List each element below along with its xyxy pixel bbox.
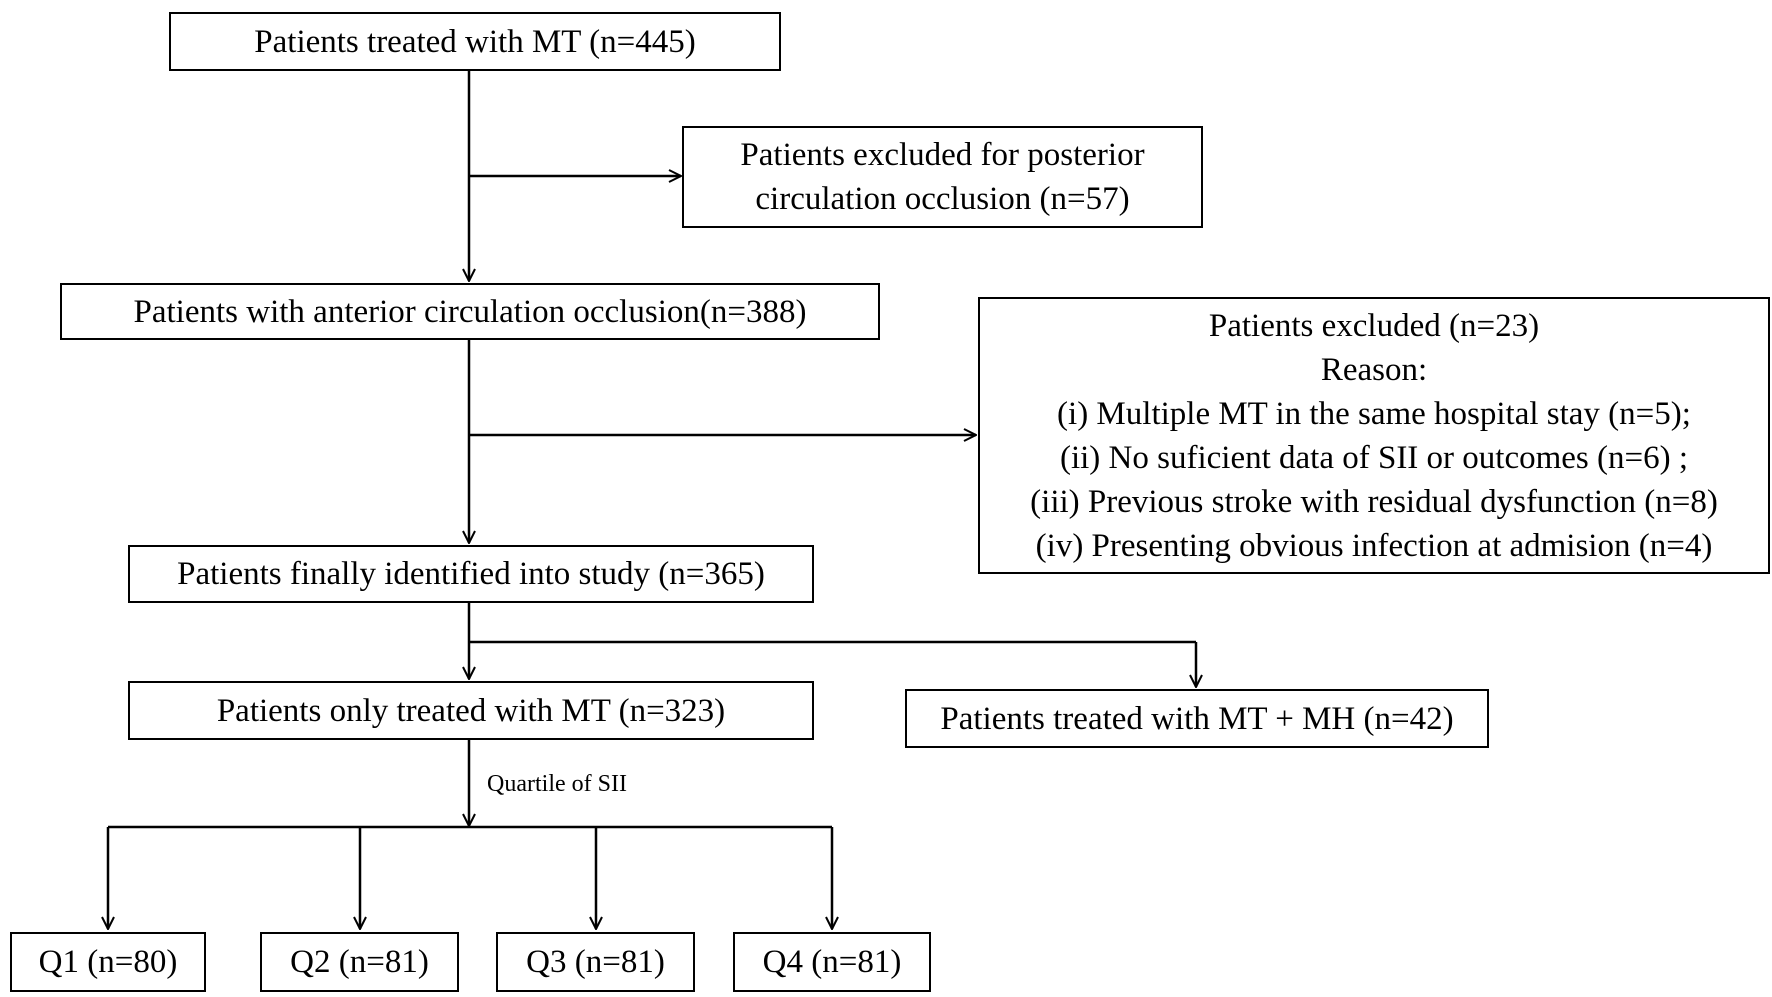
box-final-study: Patients finally identified into study (… xyxy=(128,545,814,603)
box-q3: Q3 (n=81) xyxy=(496,932,695,992)
box-initial-patients: Patients treated with MT (n=445) xyxy=(169,12,781,71)
box-mt-only: Patients only treated with MT (n=323) xyxy=(128,681,814,740)
final-study-text: Patients finally identified into study (… xyxy=(177,556,765,592)
excluded-reason-3: (iii) Previous stroke with residual dysf… xyxy=(1030,483,1718,520)
mt-only-text: Patients only treated with MT (n=323) xyxy=(216,692,726,729)
box-mt-mh: Patients treated with MT + MH (n=42) xyxy=(905,689,1489,748)
excluded-detail-title: Patients excluded (n=23) xyxy=(1208,307,1540,344)
excluded-posterior-line-1: Patients excluded for posterior xyxy=(740,137,1145,173)
box-excluded-detail: Patients excluded (n=23) Reason: (i) Mul… xyxy=(978,297,1770,574)
q4-text: Q4 (n=81) xyxy=(762,944,902,980)
q2-text: Q2 (n=81) xyxy=(290,944,429,980)
excluded-posterior-line-2: circulation occlusion (n=57) xyxy=(755,181,1130,217)
excluded-reason-4: (iv) Presenting obvious infection at adm… xyxy=(1035,527,1713,564)
mt-mh-text: Patients treated with MT + MH (n=42) xyxy=(940,700,1454,737)
box-q4: Q4 (n=81) xyxy=(733,932,931,992)
box-anterior-circulation: Patients with anterior circulation occlu… xyxy=(60,283,880,340)
quartile-of-sii-label: Quartile of SII xyxy=(487,771,627,797)
q1-text: Q1 (n=80) xyxy=(38,944,178,980)
q3-text: Q3 (n=81) xyxy=(526,944,665,980)
excluded-reason-2: (ii) No suficient data of SII or outcome… xyxy=(1059,439,1689,476)
excluded-reason-1: (i) Multiple MT in the same hospital sta… xyxy=(1057,395,1691,432)
box-excluded-posterior: Patients excluded for posterior circulat… xyxy=(682,126,1203,228)
excluded-detail-reason-label: Reason: xyxy=(1320,351,1428,388)
initial-patients-text: Patients treated with MT (n=445) xyxy=(254,23,696,60)
box-q1: Q1 (n=80) xyxy=(10,932,206,992)
anterior-circulation-text: Patients with anterior circulation occlu… xyxy=(133,293,807,330)
box-q2: Q2 (n=81) xyxy=(260,932,459,992)
